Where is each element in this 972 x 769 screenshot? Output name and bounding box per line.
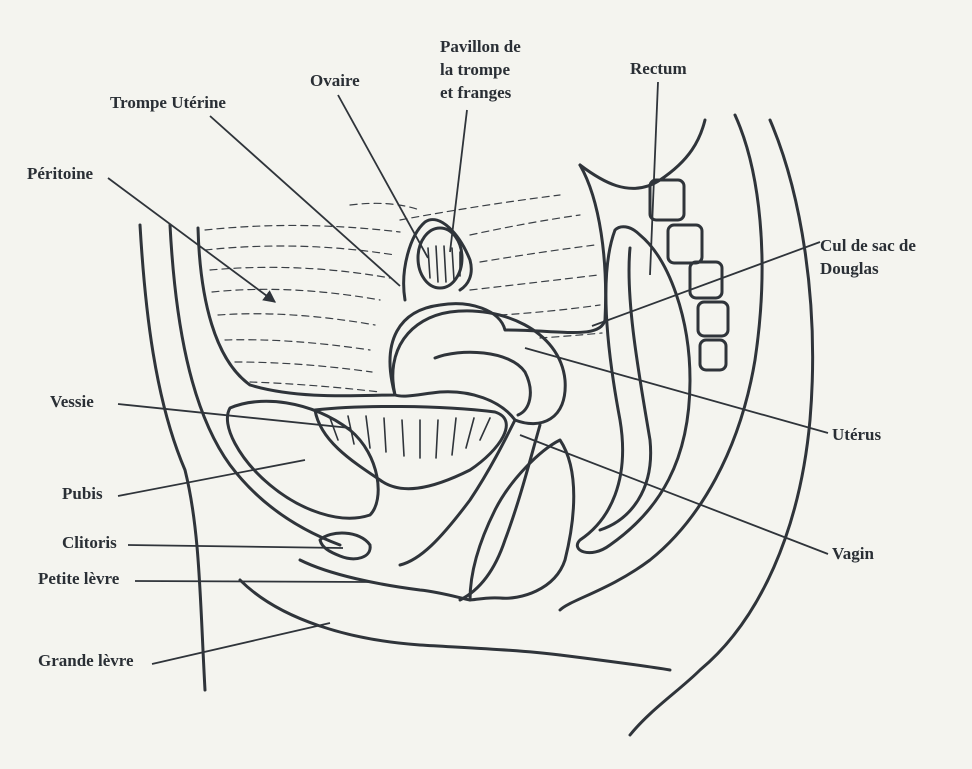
- label-petite-levre: Petite lèvre: [38, 569, 120, 588]
- label-pubis: Pubis: [62, 484, 103, 503]
- perineum-shape: [468, 438, 576, 602]
- front-wall-line-1: [138, 223, 207, 692]
- bladder-cavity: [313, 404, 508, 491]
- grande-levre-shape: [238, 578, 562, 657]
- label-rectum: Rectum: [630, 59, 687, 78]
- label-vessie: Vessie: [50, 392, 94, 411]
- ovary-shape: [416, 226, 464, 290]
- label-pavillon-line1: Pavillon de: [440, 37, 521, 56]
- leader-peritoine: [107, 177, 277, 303]
- leader-petite-levre: [134, 580, 371, 583]
- clitoris-shape: [318, 531, 372, 561]
- label-pavillon-line2: la trompe: [440, 60, 511, 79]
- label-ovaire: Ovaire: [310, 71, 360, 90]
- vagina-shape: [398, 418, 542, 602]
- leader-ovaire: [337, 94, 429, 259]
- rectum-outer: [576, 225, 692, 555]
- tube-shape: [402, 218, 473, 302]
- leader-pavillon: [449, 109, 468, 253]
- leader-vagin: [519, 434, 829, 555]
- label-uterus: Utérus: [832, 425, 882, 444]
- label-douglas-line2: Douglas: [820, 259, 879, 278]
- label-vagin: Vagin: [832, 544, 874, 563]
- back-wall-line-3: [628, 118, 815, 737]
- label-trompe-uterine: Trompe Utérine: [110, 93, 226, 112]
- peritoneum-outline: [196, 163, 608, 398]
- fimbriae: [427, 245, 461, 283]
- leader-trompe: [209, 115, 401, 287]
- leader-vessie: [117, 403, 351, 429]
- rectum-inner: [598, 246, 653, 532]
- back-wall-line-2: [558, 113, 764, 612]
- peritoneum-hatching: [204, 194, 603, 393]
- leader-rectum: [649, 81, 659, 276]
- label-pavillon-line3: et franges: [440, 83, 512, 102]
- label-grande-levre: Grande lèvre: [38, 651, 134, 670]
- uterus-outer: [391, 309, 567, 426]
- leader-grande-levre: [151, 622, 331, 665]
- buttock-line: [558, 653, 672, 672]
- label-douglas-line1: Cul de sac de: [820, 236, 916, 255]
- leader-uterus: [524, 347, 829, 434]
- uterus-cavity: [433, 350, 532, 417]
- petite-levre-shape: [298, 558, 472, 602]
- bladder-shape: [225, 399, 380, 520]
- leader-douglas: [591, 241, 821, 327]
- back-wall-line-1: [578, 118, 707, 190]
- label-clitoris: Clitoris: [62, 533, 117, 552]
- leader-clitoris: [127, 544, 344, 549]
- sacrum-vertebrae: [648, 178, 730, 372]
- leader-pubis: [117, 459, 306, 497]
- bladder-texture: [329, 415, 491, 459]
- front-wall-line-2: [168, 223, 342, 547]
- label-peritoine: Péritoine: [27, 164, 94, 183]
